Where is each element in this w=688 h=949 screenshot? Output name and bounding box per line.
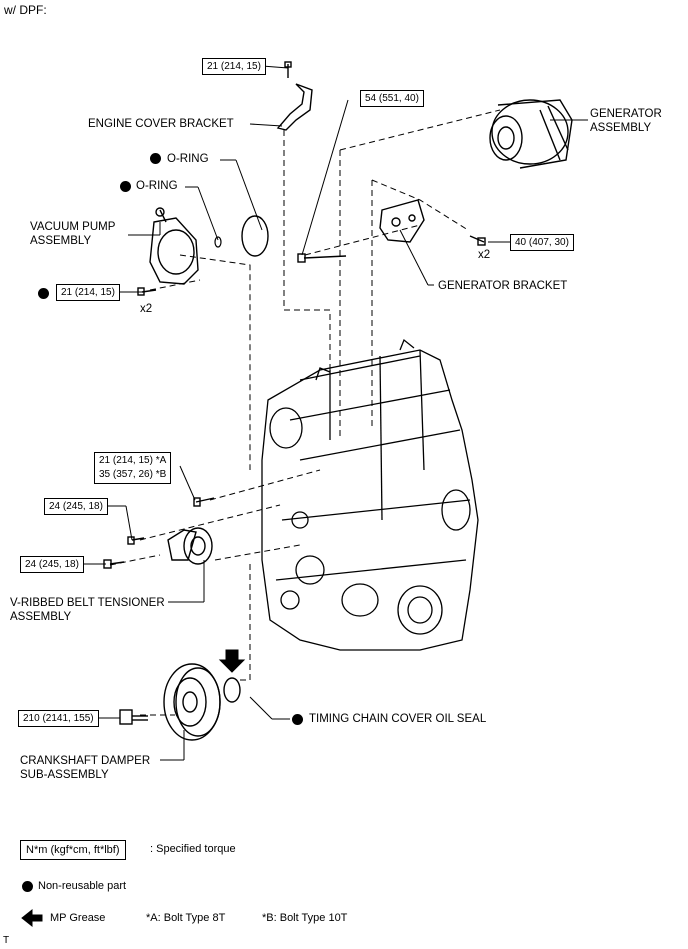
- nonreusable-icon: [150, 153, 161, 164]
- legend-nonreusable-icon: [22, 881, 33, 892]
- legend-bolt-b: *B: Bolt Type 10T: [262, 912, 348, 924]
- label-vacuum-pump: VACUUM PUMP ASSEMBLY: [30, 221, 116, 247]
- label-tensioner: V-RIBBED BELT TENSIONER ASSEMBLY: [10, 597, 165, 623]
- vacuum-pump-drawing: [149, 207, 199, 285]
- generator-drawing: [489, 99, 573, 169]
- tensioner-bolt-2-drawing: [127, 536, 145, 545]
- tensioner-bolt-a-drawing: [193, 497, 215, 507]
- torque-engine-cover-bolt: 21 (214, 15): [202, 58, 266, 75]
- legend-grease-arrow-icon: [21, 908, 43, 928]
- torque-tensioner-bolt-a: 21 (214, 15) *A: [99, 455, 167, 466]
- nonreusable-icon: [38, 288, 49, 299]
- legend-bolt-a: *A: Bolt Type 8T: [146, 912, 226, 924]
- legend-torque-box: N*m (kgf*cm, ft*lbf): [20, 840, 126, 860]
- legend-nonreusable: Non-reusable part: [38, 880, 127, 892]
- torque-crank-bolt: 210 (2141, 155): [18, 710, 99, 727]
- grease-arrow-icon: [218, 649, 246, 673]
- label-o-ring-small: O-RING: [136, 180, 178, 192]
- vacuum-pump-bolt-drawing: [137, 287, 157, 296]
- torque-generator-bolt: 40 (407, 30): [510, 234, 574, 251]
- long-bolt-drawing: [297, 253, 347, 263]
- label-engine-cover-bracket: ENGINE COVER BRACKET: [88, 118, 234, 130]
- label-x2-generator: x2: [478, 249, 491, 261]
- label-oil-seal: TIMING CHAIN COVER OIL SEAL: [309, 713, 487, 725]
- generator-bracket-drawing: [379, 199, 425, 243]
- label-o-ring-large: O-RING: [167, 153, 209, 165]
- legend-torque-desc: : Specified torque: [150, 843, 236, 855]
- leader-lines: [82, 65, 588, 761]
- assembly-guide-lines: [109, 109, 501, 716]
- torque-tensioner-bolt-b: 35 (357, 26) *B: [99, 469, 167, 480]
- torque-vacuum-pump-bolt: 21 (214, 15): [56, 284, 120, 301]
- nonreusable-icon: [292, 714, 303, 725]
- torque-tensioner-bolt-2: 24 (245, 18): [44, 498, 108, 515]
- oil-seal-drawing: [223, 677, 241, 703]
- o-ring-small-drawing: [214, 236, 222, 248]
- generator-bolt-drawing: [469, 235, 486, 246]
- engine-cover-bracket-drawing: [276, 61, 313, 131]
- page-title: w/ DPF:: [4, 3, 47, 17]
- nonreusable-icon: [120, 181, 131, 192]
- label-crankshaft-damper: CRANKSHAFT DAMPER SUB-ASSEMBLY: [20, 755, 151, 781]
- torque-tensioner-bolt-3: 24 (245, 18): [20, 556, 84, 573]
- legend-grease: MP Grease: [50, 912, 106, 924]
- torque-long-bolt: 54 (551, 40): [360, 90, 424, 107]
- crank-bolt-drawing: [119, 709, 148, 725]
- label-generator-bracket: GENERATOR BRACKET: [438, 280, 568, 292]
- o-ring-large-drawing: [241, 215, 269, 257]
- figure-code: T: [3, 935, 10, 946]
- label-x2-vacuum: x2: [140, 303, 153, 315]
- tensioner-drawing: [167, 527, 213, 565]
- crankshaft-damper-drawing: [163, 663, 221, 741]
- label-generator-assembly: GENERATOR ASSEMBLY: [590, 108, 662, 134]
- tensioner-bolt-3-drawing: [103, 559, 125, 569]
- engine-block-drawing: [261, 338, 479, 651]
- torque-tensioner-bolt-ab: 21 (214, 15) *A 35 (357, 26) *B: [94, 452, 172, 484]
